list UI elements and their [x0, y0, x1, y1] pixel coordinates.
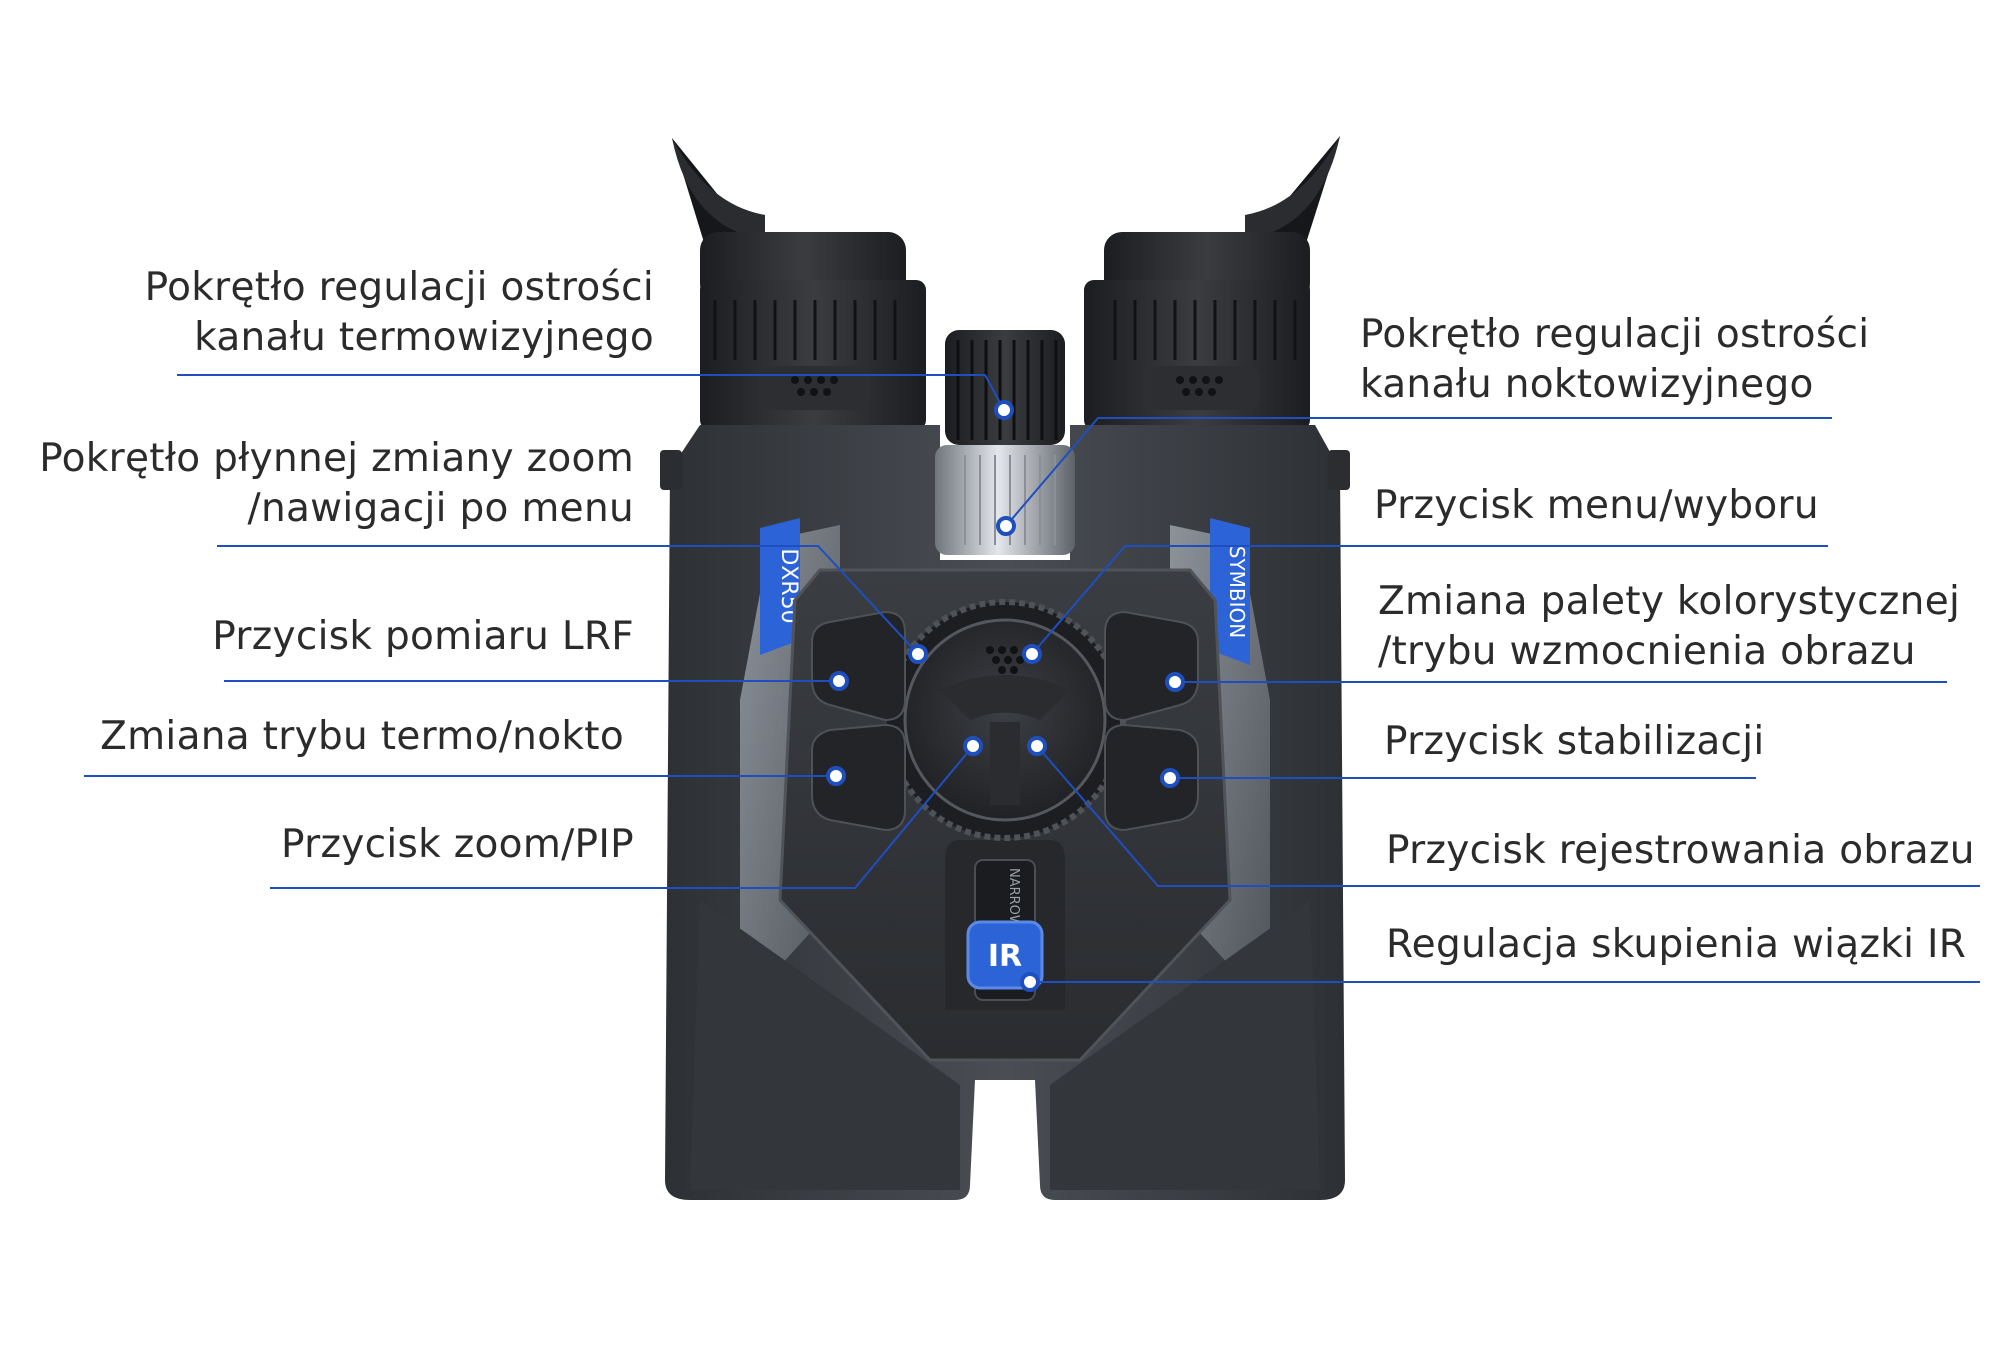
label-palette: Zmiana palety kolorystycznej /trybu wzmo… — [1378, 579, 1961, 674]
right-eyecup — [1245, 136, 1340, 262]
stabilization-button[interactable] — [1104, 723, 1199, 832]
left-eyepiece — [700, 232, 926, 430]
leader-lines — [84, 374, 1980, 983]
lrf-button[interactable] — [811, 610, 906, 722]
ir-button-text: IR — [988, 939, 1022, 974]
leader-record — [1036, 745, 1980, 887]
leader-focus-thermal — [177, 374, 1005, 411]
palette-button[interactable] — [1104, 610, 1199, 722]
leader-zoom-pip — [270, 745, 974, 889]
leader-focus-night — [1005, 417, 1832, 527]
dot-focus-thermal — [994, 400, 1014, 420]
center-focus-knob[interactable] — [935, 330, 1075, 555]
ir-beam-slider[interactable]: NARROW IR — [966, 859, 1044, 1001]
label-zoom-dial: Pokrętło płynnej zmiany zoom /nawigacji … — [39, 436, 634, 531]
dot-record — [1027, 736, 1047, 756]
dot-focus-night — [996, 516, 1016, 536]
mode-switch-button[interactable] — [811, 723, 906, 832]
label-focus-thermal: Pokrętło regulacji ostrości kanału termo… — [144, 265, 654, 360]
leader-menu — [1031, 545, 1828, 655]
dot-zoom-dial — [908, 644, 928, 664]
label-record: Przycisk rejestrowania obrazu — [1386, 828, 1975, 873]
dot-menu — [1022, 644, 1042, 664]
dot-stabilization — [1160, 768, 1180, 788]
right-brand-badge: SYMBION — [1210, 518, 1250, 665]
label-mode: Zmiana trybu termo/nokto — [100, 714, 624, 759]
dot-zoom-pip — [963, 736, 983, 756]
label-lrf: Przycisk pomiaru LRF — [212, 614, 634, 659]
label-ir-beam: Regulacja skupienia wiązki IR — [1386, 922, 1967, 967]
zoom-navigation-dial[interactable] — [884, 599, 1126, 841]
label-zoom-pip: Przycisk zoom/PIP — [281, 822, 634, 867]
callout-dots — [826, 400, 1185, 992]
ir-slider-label: NARROW — [1006, 868, 1021, 928]
left-eyecup — [672, 138, 765, 262]
dot-ir — [1020, 972, 1040, 992]
right-badge-text: SYMBION — [1225, 546, 1249, 639]
dot-mode — [826, 766, 846, 786]
leader-zoom-dial — [217, 545, 919, 655]
dot-palette — [1165, 672, 1185, 692]
label-stabilization: Przycisk stabilizacji — [1384, 719, 1765, 764]
right-eyepiece — [1084, 232, 1310, 430]
label-focus-night: Pokrętło regulacji ostrości kanału nokto… — [1360, 312, 1870, 407]
label-menu: Przycisk menu/wyboru — [1374, 483, 1819, 528]
dot-lrf — [829, 671, 849, 691]
